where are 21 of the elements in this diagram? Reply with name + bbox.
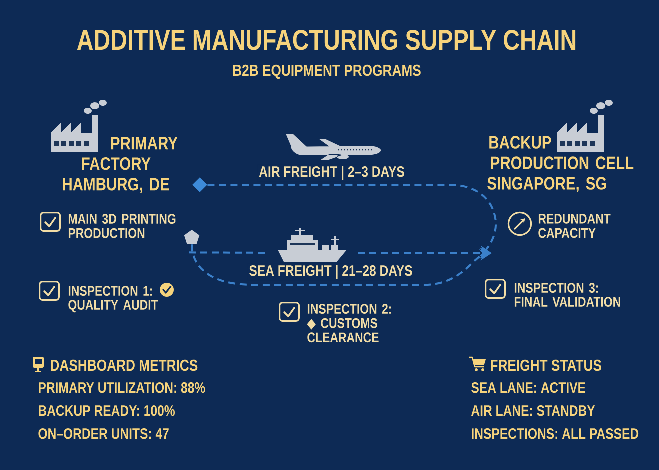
route-marker — [192, 178, 208, 192]
metric-text: BACKUP READY: 100% — [39, 406, 175, 416]
route-marker — [184, 230, 200, 244]
metric-text: PRIMARY UTILIZATION: 88% — [39, 382, 206, 394]
inspection-text: INSPECTION 2: ◆ CUSTOMS CLEARANCE — [307, 304, 392, 343]
status-text: INSPECTIONS: ALL PASSED — [472, 428, 639, 440]
title: ADDITIVE MANUFACTURING SUPPLY CHAIN — [77, 30, 576, 50]
status-text: SEA LANE: ACTIVE — [472, 382, 586, 394]
list-item: REDUNDANT CAPACITY — [538, 214, 611, 238]
inspection-text: INSPECTION 1: QUALITY AUDIT — [68, 286, 158, 313]
site-heading: PRIMARY FACTORY HAMBURG, DE — [63, 137, 178, 194]
inspection-text: INSPECTION 3: FINAL VALIDATION — [514, 283, 620, 307]
section-heading: DASHBOARD METRICS — [51, 360, 198, 372]
section-heading: FREIGHT STATUS — [491, 360, 602, 372]
edge-label: SEA FREIGHT | 21–28 DAYS — [248, 264, 414, 281]
site-heading: BACKUP PRODUCTION CELL SINGAPORE, SG — [488, 136, 634, 193]
edge-label: AIR FREIGHT | 2–3 DAYS — [258, 164, 406, 182]
list-item: MAIN 3D PRINTING PRODUCTION — [68, 214, 176, 238]
status-text: AIR LANE: STANDBY — [472, 406, 596, 416]
subtitle: B2B EQUIPMENT PROGRAMS — [233, 64, 421, 80]
metric-text: ON–ORDER UNITS: 47 — [38, 428, 169, 440]
